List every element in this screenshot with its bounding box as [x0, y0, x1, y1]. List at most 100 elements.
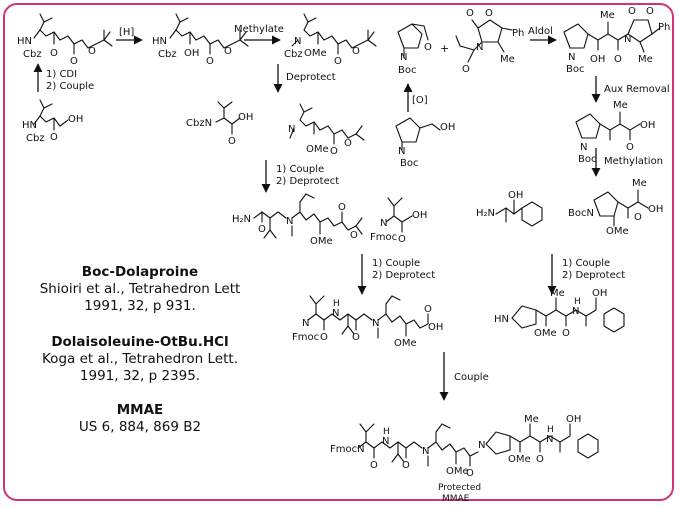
m18-label2: O: [370, 460, 378, 471]
m18-label11: Me: [524, 414, 539, 425]
step-couple: 2) Couple: [46, 81, 94, 92]
m7-label1: N: [400, 52, 407, 63]
reference-line: US 6, 884, 869 B2: [78, 419, 202, 435]
m8-label2: Boc: [400, 158, 418, 169]
molecule-m11: N Boc O OH Me: [575, 100, 655, 165]
m18-label9: N: [478, 440, 485, 451]
molecule-m12: H₂N O N OMe O O: [232, 193, 363, 247]
product-label-line1: Protected: [438, 483, 481, 493]
reference-title: MMAE: [116, 402, 164, 418]
m13-label4: OH: [412, 210, 427, 221]
step-deprotect-2: 2) Deprotect: [276, 176, 339, 187]
m18-label3: H: [383, 427, 390, 437]
step-reduction: [H]: [119, 27, 134, 38]
m18-label4: N: [382, 436, 389, 447]
step-deprotect-2c: 2) Deprotect: [562, 270, 625, 281]
molecule-m3: N Cbz OMe O O: [284, 13, 377, 67]
m4-label4: OH: [68, 114, 83, 125]
m15-label1: BocN: [568, 208, 594, 219]
m6-label1: N: [288, 124, 295, 135]
reference-line: 1991, 32, p 931.: [84, 298, 196, 314]
m16-label7: N: [372, 318, 379, 329]
m1-label5: O: [88, 46, 96, 57]
m13-label1: N: [380, 218, 387, 229]
step-cdi: 1) CDI: [46, 69, 77, 80]
molecule-m5: CbzN O OH: [186, 101, 253, 147]
m9-label5: Ph: [512, 28, 524, 39]
m18-label8: O: [466, 468, 474, 479]
m18-label5: O: [402, 460, 410, 471]
m4-label2: Cbz: [26, 133, 45, 144]
step-methylation: Methylation: [604, 156, 663, 167]
molecule-m4: HN Cbz O OH: [22, 99, 83, 144]
m12-label6: O: [350, 230, 358, 241]
m16-label2: Fmoc: [292, 332, 319, 343]
m14-label1: H₂N: [476, 208, 495, 219]
m17-label1: HN: [494, 314, 509, 325]
m12-label4: OMe: [310, 236, 333, 247]
m12-label3: N: [286, 216, 293, 227]
m16-label3: O: [320, 332, 328, 343]
m9-label3: N: [476, 42, 483, 53]
m10-label3: OH: [590, 54, 605, 65]
molecule-m16: N Fmoc O H N O N OMe O OH: [292, 295, 443, 349]
m10-label7: O: [646, 6, 654, 17]
m3-label2: Cbz: [284, 49, 303, 60]
m5-label1: CbzN: [186, 118, 212, 129]
molecule-m14: H₂N OH: [476, 190, 543, 227]
m11-label2: Boc: [578, 154, 596, 165]
molecule-m8: N Boc OH: [395, 117, 455, 169]
m3-label1: N: [294, 36, 301, 47]
m11-label1: N: [580, 142, 587, 153]
molecule-m6: N OMe O O: [288, 103, 365, 157]
m2-label2: Cbz: [158, 49, 177, 60]
m9-label2: O: [485, 8, 493, 19]
reference-title: Boc-Dolaproine: [81, 264, 199, 280]
m13-label2: Fmoc: [370, 232, 397, 243]
m15-label2: OMe: [606, 226, 629, 237]
m1-label4: O: [70, 56, 78, 67]
m12-label2: O: [258, 224, 266, 235]
m6-label2: OMe: [306, 144, 329, 155]
m8-label1: N: [398, 146, 405, 157]
m3-label4: O: [334, 56, 342, 67]
reference-dolaisoleuine: Dolaisoleuine-OtBu.HCl Koga et al., Tetr…: [14, 334, 266, 385]
m11-label5: Me: [613, 100, 628, 111]
m4-label1: HN: [22, 120, 37, 131]
m16-label6: O: [352, 332, 360, 343]
m11-label3: O: [626, 142, 634, 153]
m9-label4: O: [462, 64, 470, 75]
m17-label7: OH: [592, 288, 607, 299]
molecule-m17: HN OMe Me O H N OH: [494, 288, 625, 339]
step-couple-1b: 1) Couple: [372, 258, 420, 269]
m5-label3: OH: [238, 112, 253, 123]
m18-label7: OMe: [446, 466, 469, 477]
m7-label2: Boc: [398, 65, 416, 76]
m10-label2: Boc: [566, 64, 584, 75]
m1-label2: Cbz: [23, 49, 42, 60]
m18-label10: OMe: [508, 454, 531, 465]
molecule-m1: HN Cbz O O O: [17, 13, 113, 67]
reference-title: Dolaisoleuine-OtBu.HCl: [51, 334, 229, 350]
m15-label3: O: [634, 212, 642, 223]
m3-label3: OMe: [304, 48, 327, 59]
m2-label5: O: [224, 46, 232, 57]
m2-label1: HN: [152, 36, 167, 47]
reference-boc-dolaproine: Boc-Dolaproine Shioiri et al., Tetrahedr…: [14, 264, 266, 315]
step-aux-removal: Aux Removal: [604, 84, 670, 95]
m16-label10: OH: [428, 322, 443, 333]
m18-label12: O: [536, 454, 544, 465]
m3-label5: O: [352, 46, 360, 57]
m10-label9: Ph: [658, 22, 670, 33]
m14-label2: OH: [508, 190, 523, 201]
reference-line: Shioiri et al., Tetrahedron Lett: [39, 281, 241, 297]
m1-label1: HN: [17, 36, 32, 47]
step-final-couple: Couple: [454, 372, 489, 383]
plus-sign: +: [440, 42, 449, 55]
m5-label2: O: [228, 136, 236, 147]
m16-label9: O: [424, 304, 432, 315]
m18-label6: N: [422, 446, 429, 457]
molecule-m2: HN Cbz OH O O: [152, 13, 249, 67]
m16-label5: N: [332, 308, 339, 319]
